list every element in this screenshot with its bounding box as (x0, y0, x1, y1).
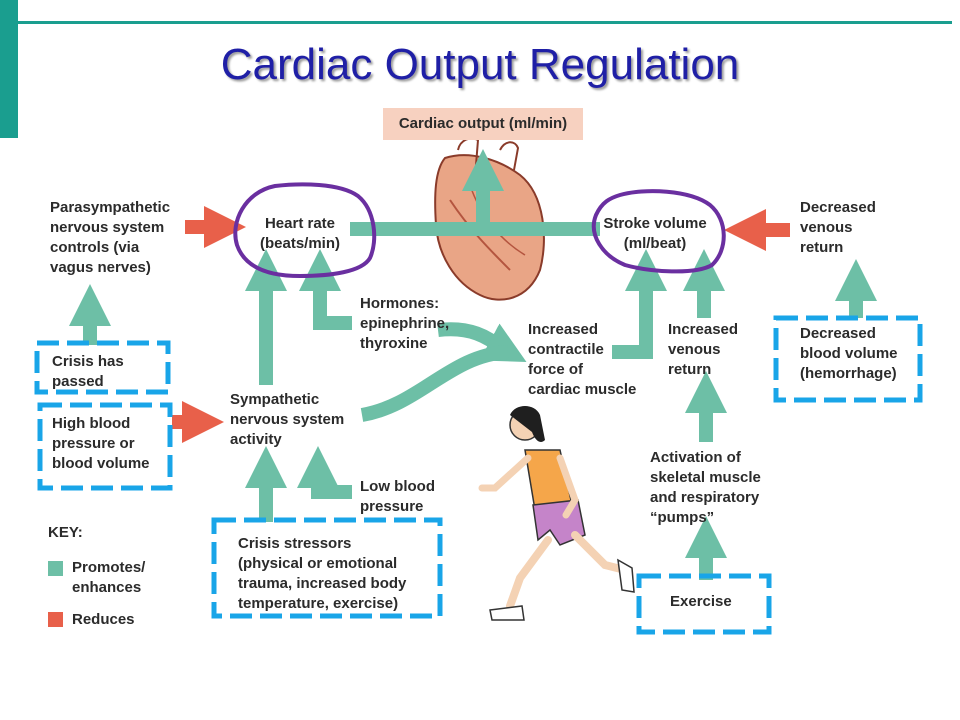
arrow-low-bp-to-sympathetic (297, 446, 352, 499)
promotes-swatch (48, 561, 63, 576)
high-bp-dashed-box (37, 402, 173, 491)
heart-rate-label: Heart rate(beats/min) (259, 215, 340, 252)
key-title: KEY: (48, 524, 83, 541)
arrow-contractile-to-sv (612, 249, 667, 359)
stroke-volume-circle (591, 189, 726, 274)
promotes-key-label: Promotes/enhances (72, 559, 146, 596)
arrow-hormones-to-hr (299, 249, 352, 330)
page-title: Cardiac Output Regulation (220, 40, 740, 89)
stroke-volume-label: Stroke volume(ml/beat) (603, 215, 707, 252)
reduces-key-label: Reduces (72, 611, 135, 628)
exercise-dashed-box (636, 573, 772, 635)
arrow-sympathetic-to-contractile (360, 345, 509, 422)
runner-illustration (478, 406, 635, 621)
reduces-swatch (48, 612, 63, 627)
hormones-label: Hormones:epinephrine,thyroxine (360, 295, 450, 352)
exercise-label: Exercise (670, 593, 732, 610)
crisis-stressors-dashed-box (211, 517, 443, 619)
heart-rate-circle (233, 182, 377, 279)
crisis-passed-dashed-box (34, 340, 171, 395)
decreased-blood-volume-dashed-box (773, 315, 923, 403)
top-divider (18, 21, 952, 24)
crisis-stressors-label: Crisis stressors(physical or emotional t… (238, 535, 407, 612)
cardiac-output-box: Cardiac output (ml/min) (383, 108, 583, 140)
accent-bar (0, 0, 18, 138)
